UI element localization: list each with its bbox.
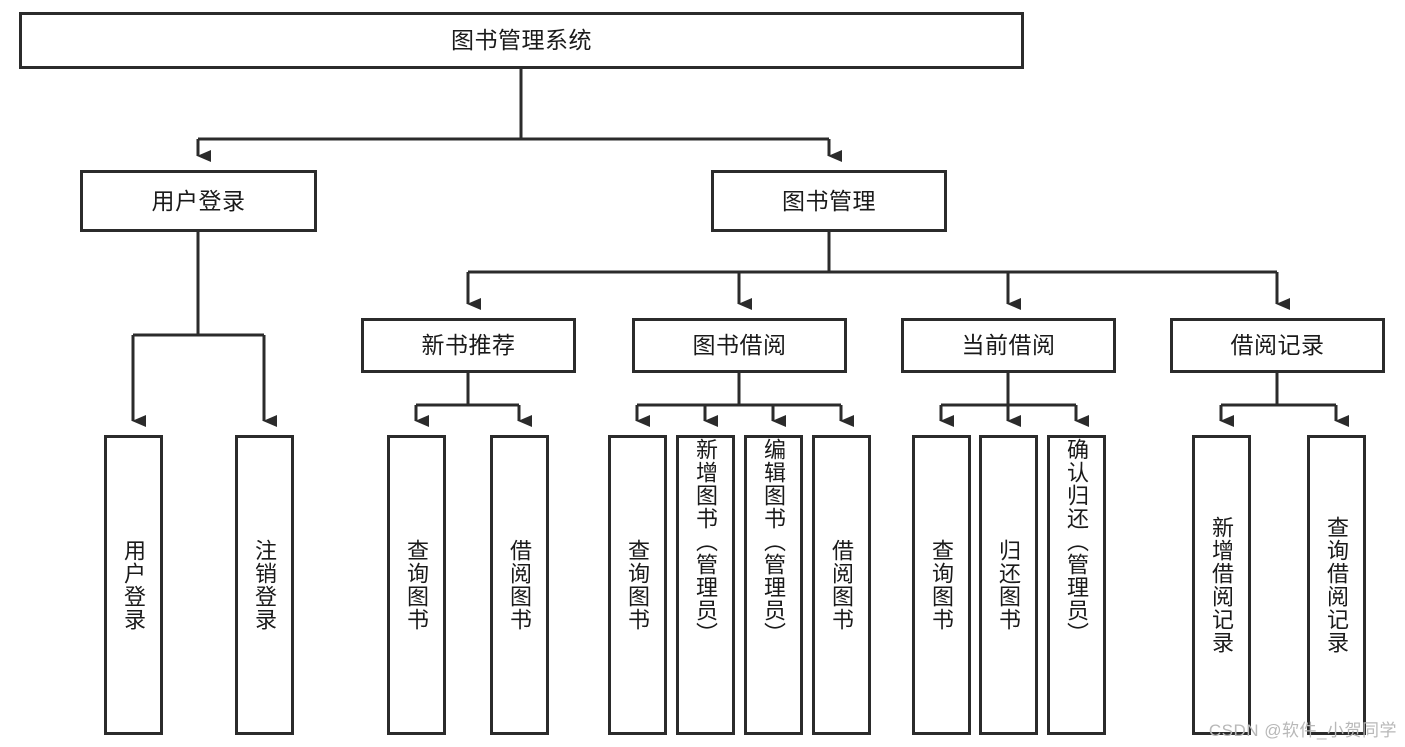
leaf-label: 借阅图书 bbox=[507, 539, 533, 631]
leaf-new-book-query[interactable]: 查询图书 bbox=[387, 435, 446, 735]
leaf-label: 新增图书（管理员） bbox=[693, 438, 719, 645]
node-book-management-label: 图书管理 bbox=[782, 187, 876, 214]
leaf-label: 编辑图书（管理员） bbox=[761, 438, 787, 645]
leaf-current-borrow-return[interactable]: 归还图书 bbox=[979, 435, 1038, 735]
leaf-book-borrow-edit[interactable]: 编辑图书（管理员） bbox=[744, 435, 803, 735]
leaf-label: 注销登录 bbox=[252, 539, 278, 631]
leaf-label: 查询图书 bbox=[625, 539, 651, 631]
leaf-book-borrow-add[interactable]: 新增图书（管理员） bbox=[676, 435, 735, 735]
leaf-label: 归还图书 bbox=[996, 539, 1022, 631]
node-current-borrow[interactable]: 当前借阅 bbox=[901, 318, 1116, 373]
node-borrow-records[interactable]: 借阅记录 bbox=[1170, 318, 1385, 373]
watermark: CSDN @软件_小贺同学 bbox=[1208, 721, 1397, 740]
leaf-records-query[interactable]: 查询借阅记录 bbox=[1307, 435, 1366, 735]
node-new-book-recommend-label: 新书推荐 bbox=[421, 332, 516, 359]
leaf-label: 借阅图书 bbox=[829, 539, 855, 631]
node-book-borrow-label: 图书借阅 bbox=[692, 332, 787, 359]
leaf-label: 确认归还（管理员） bbox=[1064, 438, 1090, 645]
node-user-login[interactable]: 用户登录 bbox=[80, 170, 317, 232]
leaf-new-book-borrow[interactable]: 借阅图书 bbox=[490, 435, 549, 735]
leaf-user-login-logout[interactable]: 注销登录 bbox=[235, 435, 294, 735]
leaf-label: 查询借阅记录 bbox=[1324, 516, 1350, 654]
node-borrow-records-label: 借阅记录 bbox=[1230, 332, 1325, 359]
node-book-borrow[interactable]: 图书借阅 bbox=[632, 318, 847, 373]
node-book-management[interactable]: 图书管理 bbox=[711, 170, 947, 232]
leaf-label: 用户登录 bbox=[121, 539, 147, 631]
node-root-label: 图书管理系统 bbox=[451, 27, 592, 54]
leaf-current-borrow-query[interactable]: 查询图书 bbox=[912, 435, 971, 735]
leaf-current-borrow-confirm[interactable]: 确认归还（管理员） bbox=[1047, 435, 1106, 735]
leaf-label: 新增借阅记录 bbox=[1209, 516, 1235, 654]
node-user-login-label: 用户登录 bbox=[151, 187, 246, 214]
leaf-book-borrow-query[interactable]: 查询图书 bbox=[608, 435, 667, 735]
leaf-records-add[interactable]: 新增借阅记录 bbox=[1192, 435, 1251, 735]
node-root[interactable]: 图书管理系统 bbox=[19, 12, 1024, 69]
node-current-borrow-label: 当前借阅 bbox=[961, 332, 1056, 359]
node-new-book-recommend[interactable]: 新书推荐 bbox=[361, 318, 576, 373]
leaf-label: 查询图书 bbox=[404, 539, 430, 631]
leaf-label: 查询图书 bbox=[929, 539, 955, 631]
leaf-user-login-login[interactable]: 用户登录 bbox=[104, 435, 163, 735]
leaf-book-borrow-borrow[interactable]: 借阅图书 bbox=[812, 435, 871, 735]
